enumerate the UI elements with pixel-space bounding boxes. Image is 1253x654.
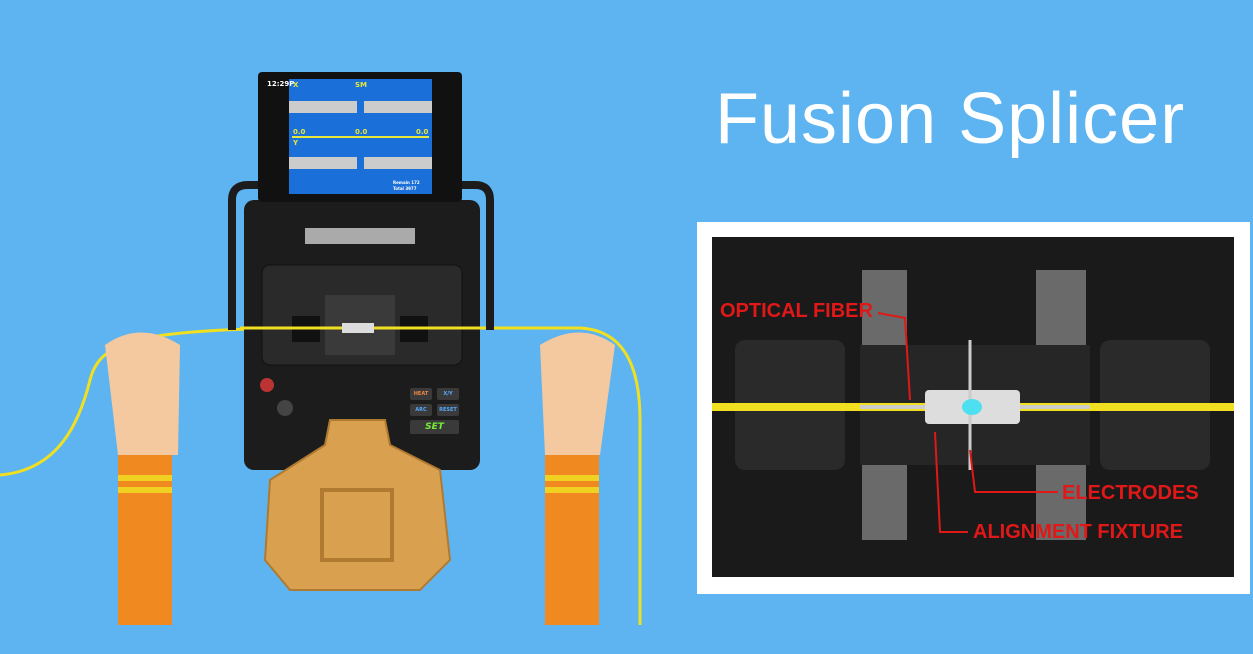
page-title: Fusion Splicer	[715, 79, 1186, 159]
right-hand	[540, 332, 615, 455]
screen-value-2: 0.0	[355, 128, 368, 136]
remain-label: Remain	[393, 180, 410, 185]
total-value: 3977	[405, 186, 417, 191]
screen-y-label: Y	[293, 139, 299, 147]
fiber-cable-right	[420, 326, 642, 625]
heater-cover	[263, 419, 452, 591]
left-sleeve	[118, 455, 172, 625]
heat-button[interactable]: HEAT	[410, 388, 432, 400]
fiber-cable-left	[0, 326, 301, 477]
reset-button[interactable]: RESET	[437, 404, 459, 416]
xy-button[interactable]: X/Y	[437, 388, 459, 400]
alignment-fixture-label: ALIGNMENT FIXTURE	[973, 521, 1183, 543]
total-label: Total	[393, 186, 404, 191]
set-button[interactable]: SET	[410, 420, 459, 434]
screen-time: 12:29P	[267, 80, 295, 88]
optical-fiber-label: OPTICAL FIBER	[720, 300, 873, 322]
screen-value-3: 0.0	[416, 128, 429, 136]
electrodes-label: ELECTRODES	[1062, 482, 1199, 504]
remain-value: 172	[411, 180, 420, 185]
arc-button[interactable]: ARC	[410, 404, 432, 416]
screen-mode: SM	[355, 81, 368, 89]
screen-value-1: 0.0	[293, 128, 306, 136]
left-hand	[105, 332, 180, 455]
screen-x-label: X	[293, 81, 299, 89]
right-sleeve	[545, 455, 599, 625]
